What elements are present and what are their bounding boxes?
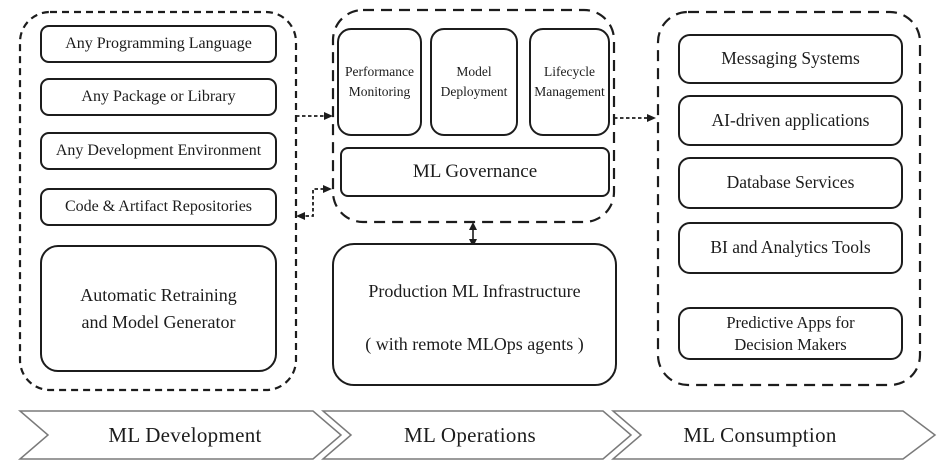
ops-box-model-deployment: Model Deployment [430,28,518,136]
stage-label-ml-development: ML Development [108,422,262,447]
consumption-box-ai-applications: AI-driven applications [678,95,903,146]
dev-box-dev-environment: Any Development Environment [40,132,277,170]
production-infrastructure-title: Production ML Infrastructure [368,281,581,301]
ml-development-group-border [18,10,298,392]
consumption-box-messaging-systems: Messaging Systems [678,34,903,84]
production-infrastructure-subtitle: ( with remote MLOps agents ) [365,333,584,354]
consumption-box-database-services: Database Services [678,157,903,209]
stage-label-ml-operations: ML Operations [403,422,536,447]
dev-box-package-library: Any Package or Library [40,78,277,116]
dev-box-code-repositories: Code & Artifact Repositories [40,188,277,226]
dev-box-automatic-retraining: Automatic Retraining and Model Generator [40,245,277,372]
consumption-box-bi-analytics: BI and Analytics Tools [678,222,903,274]
arrow-development-to-operations-icon [296,112,333,120]
ops-box-ml-governance: ML Governance [340,147,610,197]
ml-consumption-group-border [656,10,922,387]
chevron-ml-development [17,410,343,460]
production-infrastructure-box: Production ML Infrastructure ( with remo… [332,243,617,386]
consumption-box-predictive-apps: Predictive Apps for Decision Makers [678,307,903,360]
dev-box-programming-language: Any Programming Language [40,25,277,63]
arrow-operations-to-consumption-icon [614,114,656,122]
ops-box-lifecycle-management: Lifecycle Management [529,28,610,136]
chevron-ml-consumption [610,410,937,460]
ops-box-performance-monitoring: Performance Monitoring [337,28,422,136]
arrow-governance-development-icon [296,185,332,220]
stage-label-ml-consumption: ML Consumption [683,422,837,447]
chevron-ml-operations [320,410,633,460]
